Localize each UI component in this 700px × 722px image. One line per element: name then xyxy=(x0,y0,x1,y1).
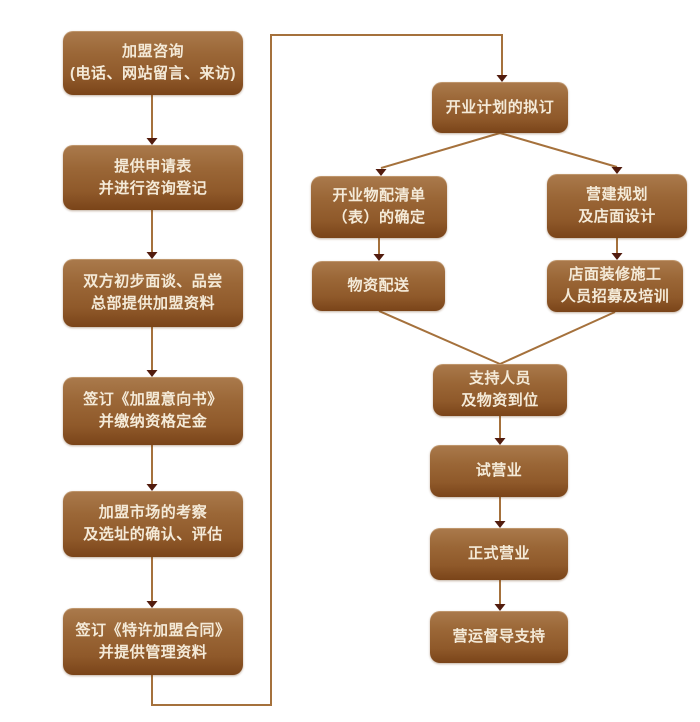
node-market-survey: 加盟市场的考察 及选址的确认、评估 xyxy=(63,491,243,557)
edge-delivery-staffready xyxy=(378,310,501,365)
edge-renovation-staffready xyxy=(499,311,616,365)
node-label: 签订《加盟意向书》 并缴纳资格定金 xyxy=(83,391,223,430)
node-label: 加盟市场的考察 及选址的确认、评估 xyxy=(83,504,223,543)
node-renovation-hiring: 店面装修施工 人员招募及培训 xyxy=(547,260,683,312)
node-supply-list: 开业物配清单 （表）的确定 xyxy=(311,176,447,238)
edge-plan-supplylist xyxy=(380,132,501,169)
node-application: 提供申请表 并进行咨询登记 xyxy=(63,145,243,210)
node-label: 店面装修施工 人员招募及培训 xyxy=(560,266,670,305)
node-label: 提供申请表 并进行咨询登记 xyxy=(98,157,208,197)
arrowhead-icon xyxy=(146,252,158,259)
node-label: 营运督导支持 xyxy=(452,628,546,645)
node-consult: 加盟咨询 (电话、网站留言、来访) xyxy=(63,31,243,95)
node-label: 开业计划的拟订 xyxy=(445,98,555,116)
edge-plan-construction xyxy=(499,132,618,168)
node-label: 支持人员 及物资到位 xyxy=(461,370,539,409)
node-label: 签订《特许加盟合同》 并提供管理资料 xyxy=(75,621,231,661)
arrowhead-icon xyxy=(146,484,158,491)
node-label: 试营业 xyxy=(475,462,523,479)
node-franchise-contract: 签订《特许加盟合同》 并提供管理资料 xyxy=(63,608,243,675)
arrowhead-icon xyxy=(611,253,623,260)
node-label: 物资配送 xyxy=(347,277,410,294)
arrowhead-icon xyxy=(375,169,387,176)
node-goods-delivery: 物资配送 xyxy=(312,261,445,311)
arrowhead-icon xyxy=(494,521,506,528)
node-trial-operation: 试营业 xyxy=(430,445,568,497)
node-staff-goods-ready: 支持人员 及物资到位 xyxy=(433,364,567,416)
arrowhead-icon xyxy=(146,370,158,377)
node-label: 双方初步面谈、品尝 总部提供加盟资料 xyxy=(83,273,223,312)
node-official-opening: 正式营业 xyxy=(430,528,568,580)
node-label: 营建规划 及店面设计 xyxy=(578,186,656,225)
arrowhead-icon xyxy=(373,254,385,261)
node-operation-support: 营运督导支持 xyxy=(430,611,568,663)
arrowhead-icon xyxy=(146,138,158,145)
arrowhead-icon xyxy=(496,75,508,82)
node-opening-plan: 开业计划的拟订 xyxy=(432,82,568,133)
node-intent-letter: 签订《加盟意向书》 并缴纳资格定金 xyxy=(63,377,243,445)
node-construction-plan: 营建规划 及店面设计 xyxy=(547,174,687,238)
edge-contract-openingplan xyxy=(151,34,503,706)
arrowhead-icon xyxy=(494,604,506,611)
node-interview: 双方初步面谈、品尝 总部提供加盟资料 xyxy=(63,259,243,327)
node-label: 开业物配清单 （表）的确定 xyxy=(332,187,426,226)
arrowhead-icon xyxy=(494,438,506,445)
arrowhead-icon xyxy=(611,167,623,174)
arrowhead-icon xyxy=(146,601,158,608)
node-label: 正式营业 xyxy=(467,545,530,562)
node-label: 加盟咨询 (电话、网站留言、来访) xyxy=(70,43,236,82)
